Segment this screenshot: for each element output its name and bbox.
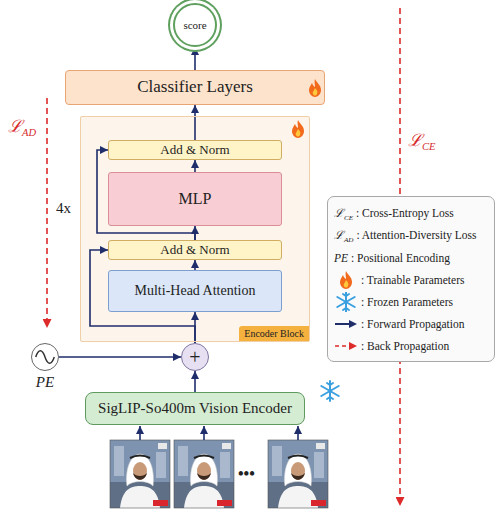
symbol: ℒ (8, 117, 22, 136)
legend-text: ℒAD : Attention-Diversity Loss (334, 227, 476, 244)
sine-icon (32, 344, 58, 370)
legend-sample (334, 270, 358, 290)
flow-arrow (59, 356, 181, 358)
symbol: PE (334, 252, 348, 264)
arrowhead (349, 342, 357, 350)
flow-arrow (194, 371, 196, 392)
classifier-box: Classifier Layers (65, 70, 325, 105)
legend-text: : Frozen Parameters (361, 296, 453, 308)
subscript: CE (344, 215, 353, 223)
flame-icon (309, 79, 321, 97)
backward-line (335, 345, 351, 347)
add-circle: + (181, 343, 209, 371)
subscript: AD (22, 127, 36, 138)
video-frame (110, 440, 170, 508)
frame-input-arrow (139, 426, 141, 440)
snowflake-icon (321, 381, 338, 401)
video-frame (268, 440, 328, 508)
legend-box: ℒCE : Cross-Entropy LossℒAD : Attention-… (327, 196, 495, 362)
text-run: : Attention-Diversity Loss (354, 229, 477, 241)
legend-row: : Trainable Parameters (334, 269, 490, 291)
snowflake-icon (337, 292, 354, 312)
encoder-block-fill (80, 116, 310, 342)
legend-text: : Back Propagation (361, 340, 449, 352)
node-text: Add & Norm (160, 143, 229, 157)
flame-icon (292, 120, 304, 138)
legend-row: PE : Positional Encoding (334, 247, 490, 269)
flame-icon (340, 271, 352, 289)
flow-arrow (194, 47, 196, 70)
legend-text: PE : Positional Encoding (334, 252, 450, 264)
repeat-label: 4x (56, 200, 71, 217)
video-frame (174, 440, 234, 508)
node-text: SigLIP-So400m Vision Encoder (98, 400, 292, 417)
sine-wave (36, 351, 55, 364)
score-circle: score (173, 3, 217, 47)
node-text: MLP (179, 190, 212, 208)
encoder-block: Encoder BlockAdd & NormMLPAdd & NormMult… (80, 116, 310, 342)
node-text: Classifier Layers (137, 78, 253, 97)
block-tag: Encoder Block (239, 326, 309, 341)
legend-sample (334, 314, 358, 334)
node-text: score (183, 19, 206, 31)
legend-row: : Forward Propagation (334, 313, 490, 335)
loss-label: ℒAD (8, 118, 36, 139)
legend-row: : Frozen Parameters (334, 291, 490, 313)
node-text: + (189, 346, 200, 368)
node-label: PE (36, 374, 54, 391)
ellipsis-label: ••• (238, 465, 255, 483)
legend-row: ℒCE : Cross-Entropy Loss (334, 203, 490, 225)
legend-text: : Trainable Parameters (361, 274, 464, 286)
frame-input-arrow (203, 426, 205, 440)
symbol: ℒ (408, 131, 422, 150)
legend-text: : Forward Propagation (361, 318, 464, 330)
flow-arrow (194, 160, 196, 172)
add-norm-box: Add & Norm (108, 240, 282, 260)
legend-sample (334, 336, 358, 356)
loss-label: ℒCE (408, 132, 435, 153)
attention-diversity-backprop-arrow (46, 98, 48, 328)
vision-encoder-box: SigLIP-So400m Vision Encoder (85, 392, 305, 425)
legend-row: : Back Propagation (334, 335, 490, 357)
subscript: AD (344, 237, 354, 245)
legend-sample (334, 292, 358, 312)
symbol: ℒ (334, 207, 344, 219)
flow-arrow (194, 260, 196, 270)
frame-input-arrow (297, 426, 299, 440)
text-run: : Cross-Entropy Loss (353, 207, 454, 219)
legend-row: ℒAD : Attention-Diversity Loss (334, 225, 490, 247)
flow-arrow (194, 105, 196, 140)
add-norm-box: Add & Norm (108, 140, 282, 160)
arrowhead (349, 320, 357, 328)
mlp-box: MLP (108, 172, 282, 226)
text-run: : Positional Encoding (348, 252, 450, 264)
legend-text: ℒCE : Cross-Entropy Loss (334, 205, 454, 222)
node-text: Add & Norm (160, 243, 229, 257)
symbol: ℒ (334, 229, 344, 241)
subscript: CE (422, 141, 435, 152)
node-text: Multi-Head Attention (135, 283, 256, 298)
attention-box: Multi-Head Attention (108, 270, 282, 312)
positional-encoding-circle: PE (31, 343, 59, 371)
